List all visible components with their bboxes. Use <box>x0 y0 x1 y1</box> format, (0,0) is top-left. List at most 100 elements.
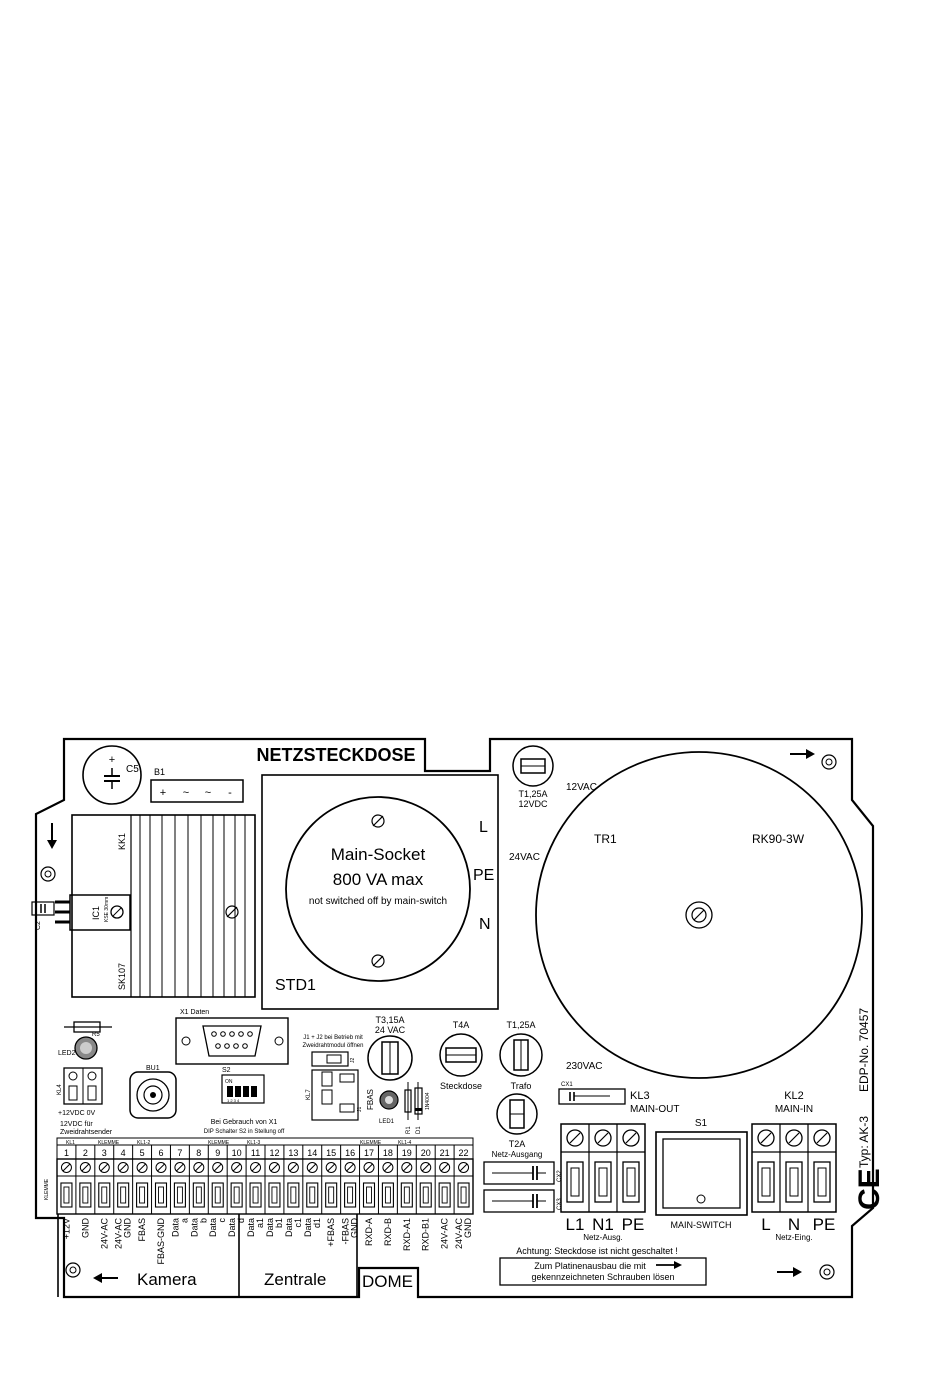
s2-on: ON <box>225 1079 233 1085</box>
removal-note-1: Zum Platinenausbau die mit <box>534 1261 646 1271</box>
terminal-clamp <box>362 1182 376 1208</box>
main-socket-std1: Main-Socket 800 VA max not switched off … <box>261 774 499 1010</box>
terminal-strip: KLEMME <box>44 1137 474 1215</box>
terminal-number: 12 <box>269 1148 279 1158</box>
terminal-screw-icon <box>250 1162 262 1173</box>
terminal-screw-slot <box>232 1163 241 1172</box>
terminal-screw-icon <box>401 1162 413 1173</box>
terminal-kl4: KL4 +12VDC 0V 12VDC für Zweidrahtsender <box>57 1067 113 1136</box>
socket-screw-top-icon <box>371 814 385 828</box>
terminal-label: 24V-AC <box>440 1218 450 1250</box>
mount-screw-top-right-icon <box>821 754 837 770</box>
terminal-screw-icon <box>136 1162 148 1173</box>
terminal-number: 15 <box>326 1148 336 1158</box>
terminal-screw-icon <box>98 1162 110 1173</box>
terminal-number: 4 <box>121 1148 126 1158</box>
tr1-230vac: 230VAC <box>566 1061 603 1072</box>
terminal-clamp-inner <box>158 1186 164 1204</box>
terminal-label: Data <box>170 1218 180 1237</box>
in-sub-label: Netz-Eing. <box>775 1233 812 1242</box>
socket-note: not switched off by main-switch <box>309 896 447 907</box>
terminal-group-3: KL1-2 <box>137 1140 151 1146</box>
terminal-label: GND <box>80 1218 90 1239</box>
terminal-label: GND <box>350 1218 360 1239</box>
c5-label: C5 <box>126 764 139 775</box>
terminal-group-2: KLEMME <box>98 1140 120 1146</box>
jumper-block: J1 + J2 bei Betrieb mit Zweidrahtmodul ö… <box>303 1035 375 1121</box>
terminal-screw-slot <box>176 1163 184 1172</box>
terminal-number: 14 <box>307 1148 317 1158</box>
terminal-clamp-inner <box>309 1186 316 1204</box>
kl3-sub-label: MAIN-OUT <box>630 1104 679 1115</box>
terminal-number: 2 <box>83 1148 88 1158</box>
arrow-right-bottom-icon <box>777 1267 802 1277</box>
diode-d1: D1 1N4004 <box>414 1082 431 1134</box>
terminal-screw-icon <box>382 1162 394 1173</box>
kl7-label: KL7 <box>306 1089 312 1100</box>
terminal-label: FBAS <box>137 1218 147 1242</box>
kl4-note-2: Zweidrahtsender <box>60 1129 113 1136</box>
terminal-label: a1 <box>255 1218 265 1228</box>
terminal-label: Data <box>303 1218 313 1237</box>
socket-pin-n: N <box>479 916 491 933</box>
fuse-t1-rating: T1,25A <box>506 1020 535 1030</box>
kl2-sub-label: MAIN-IN <box>775 1104 813 1115</box>
terminal-screw-icon <box>420 1162 432 1173</box>
socket-rating: 800 VA max <box>333 870 424 889</box>
terminal-clamp-inner <box>271 1186 278 1204</box>
out-pin-n1: N1 <box>592 1215 614 1234</box>
terminal-screw-slot <box>421 1163 430 1172</box>
arrow-down-icon <box>47 823 57 849</box>
in-pin-n: N <box>788 1215 800 1234</box>
terminal-screw-slot <box>194 1163 203 1172</box>
terminal-group-6: KLEMME <box>360 1140 382 1146</box>
terminal-number: 22 <box>459 1148 469 1158</box>
terminal-screw-slot <box>270 1163 279 1172</box>
ic1-label: IC1 <box>91 906 101 920</box>
kl2-label: KL2 <box>784 1090 804 1102</box>
main-switch-s1: S1 MAIN-SWITCH <box>655 1118 748 1230</box>
heatsink-kk1: KK1 SK107 <box>71 814 256 998</box>
socket-screw-bottom-icon <box>371 954 385 968</box>
x1-label: X1 Daten <box>180 1009 209 1016</box>
terminal-group-1: KL1 <box>66 1140 75 1146</box>
terminal-clamp <box>173 1182 186 1208</box>
terminal-screw-slot <box>289 1163 298 1172</box>
terminal-label: +12V <box>61 1218 71 1239</box>
terminal-screw-slot <box>100 1163 109 1172</box>
terminal-number: 18 <box>383 1148 393 1158</box>
kl3-label: KL3 <box>630 1090 650 1102</box>
terminal-label: d1 <box>312 1218 322 1228</box>
fuse-t2a: T2A Netz-Ausgang <box>492 1093 542 1159</box>
b1-pin-4: - <box>228 787 232 799</box>
resistor-r5: R5 <box>64 1021 112 1038</box>
terminal-clamp <box>154 1182 168 1208</box>
terminal-screw-icon <box>79 1162 91 1173</box>
terminal-number: 5 <box>140 1148 145 1158</box>
terminal-clamp-inner <box>139 1186 146 1204</box>
terminal-groups: KL1 KLEMME KL1-2 KLEMME KL1-3 KLEMME KL1… <box>66 1140 412 1146</box>
r5-label: R5 <box>92 1032 100 1038</box>
fuse-t4a: T4A Steckdose <box>439 1020 483 1091</box>
terminal-label: b <box>198 1218 208 1223</box>
mount-screw-bottom-left-icon <box>65 1262 81 1278</box>
arrow-right-top-icon <box>790 749 815 759</box>
removal-note-box: Zum Platinenausbau die mit gekennzeichne… <box>499 1257 707 1286</box>
terminal-clamp <box>211 1182 224 1208</box>
terminal-clamp <box>98 1182 111 1208</box>
terminal-clamp-inner <box>290 1186 297 1204</box>
terminal-number: 6 <box>158 1148 163 1158</box>
fuse-t125-12vdc: T1,25A 12VDC <box>512 745 554 809</box>
tr1-model: RK90-3W <box>752 832 805 846</box>
terminal-screw-slot <box>440 1163 449 1172</box>
terminal-label: c1 <box>293 1218 303 1228</box>
jumper-note-1: J1 + J2 bei Betrieb mit <box>303 1035 363 1041</box>
terminal-clamp <box>136 1182 149 1208</box>
fuse-t315-rating: T3,15A <box>375 1015 404 1025</box>
terminal-number: 21 <box>440 1148 450 1158</box>
bu1-label: BU1 <box>146 1065 160 1072</box>
terminal-clamp-inner <box>233 1186 240 1204</box>
terminal-screw-slot <box>308 1163 317 1172</box>
cx1-label: CX1 <box>561 1082 573 1088</box>
terminal-screw-slot <box>81 1163 90 1172</box>
